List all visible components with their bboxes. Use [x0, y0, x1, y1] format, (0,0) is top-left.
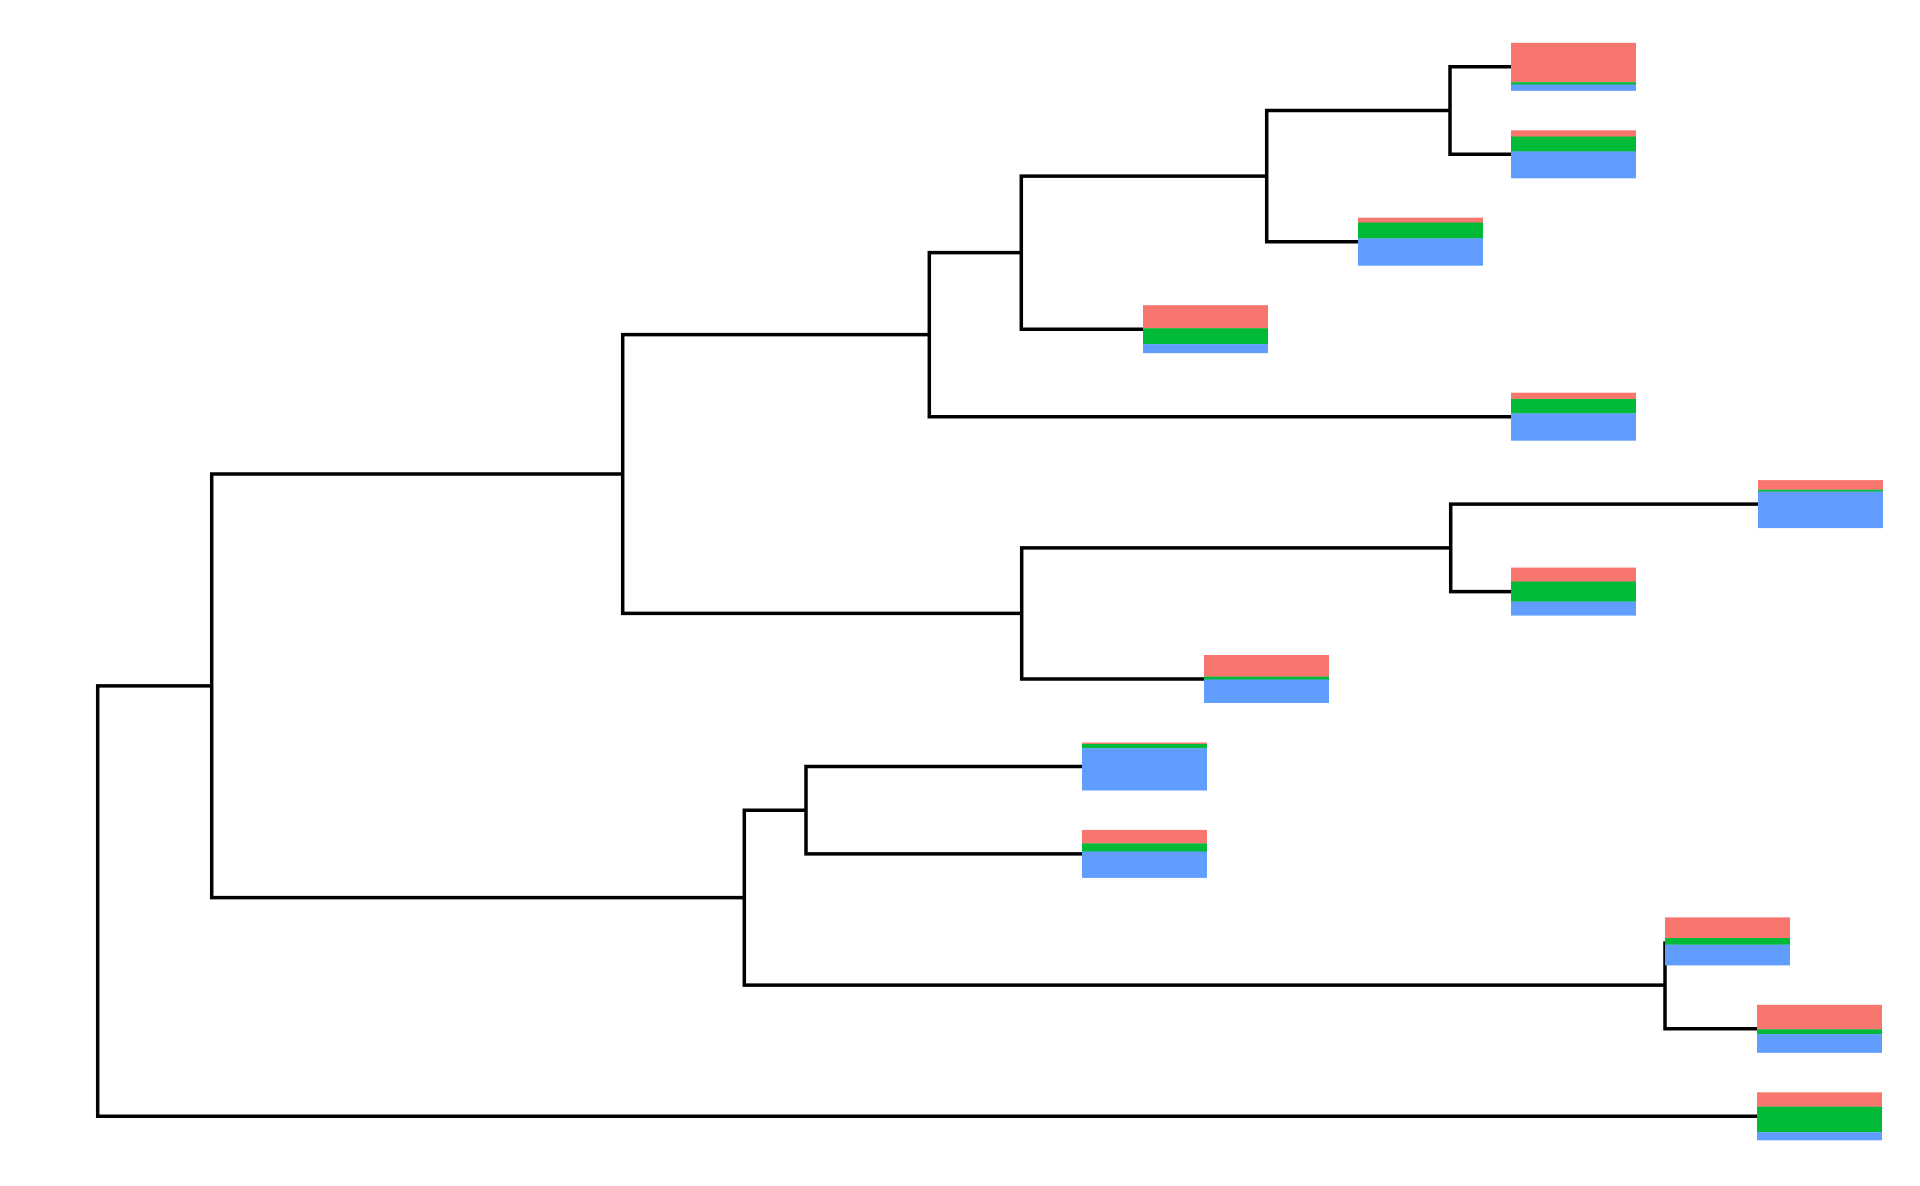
- bar-segment-blue-t6: [1758, 491, 1883, 529]
- leaf-bar-t4: [1143, 305, 1268, 354]
- bar-segment-red-t13: [1757, 1092, 1882, 1107]
- bar-segment-green-t3: [1358, 222, 1483, 239]
- leaf-bar-t10: [1082, 829, 1207, 878]
- bar-segment-green-t11: [1665, 938, 1790, 945]
- branch-n8: [804, 764, 1082, 856]
- leaf-bar-t11: [1665, 917, 1790, 966]
- leaf-bar-t13: [1757, 1092, 1882, 1141]
- branches-layer: [95, 65, 1758, 1119]
- bar-segment-blue-t4: [1143, 344, 1268, 354]
- bar-segment-red-t2: [1511, 130, 1636, 137]
- bar-segment-red-t9: [1082, 742, 1207, 744]
- branch-n5: [620, 332, 1022, 616]
- bar-segment-blue-t7: [1511, 601, 1636, 616]
- bar-segment-green-t10: [1082, 843, 1207, 852]
- bar-segment-red-t1: [1511, 42, 1636, 83]
- leaf-bar-t7: [1511, 567, 1636, 616]
- bar-segment-blue-t10: [1082, 851, 1207, 878]
- branch-n11: [209, 472, 745, 900]
- branch-n10: [1663, 941, 1757, 1031]
- branch-root: [95, 684, 1757, 1119]
- bar-segment-blue-t3: [1358, 238, 1483, 266]
- bar-segment-green-t1: [1511, 82, 1636, 85]
- bar-segment-red-t4: [1143, 305, 1268, 329]
- leaf-bar-t2: [1511, 130, 1636, 179]
- bar-segment-blue-t9: [1082, 748, 1207, 791]
- leaf-bar-t9: [1082, 742, 1207, 791]
- bar-segment-red-t12: [1757, 1004, 1882, 1030]
- leaf-bar-t5: [1511, 392, 1636, 441]
- bar-segment-green-t13: [1757, 1106, 1882, 1133]
- bar-segment-red-t7: [1511, 567, 1636, 582]
- bar-segment-blue-t2: [1511, 151, 1636, 179]
- leaf-bars-layer: [1082, 42, 1883, 1141]
- bar-segment-green-t4: [1143, 328, 1268, 345]
- bar-segment-blue-t12: [1757, 1034, 1882, 1053]
- bar-segment-green-t5: [1511, 398, 1636, 414]
- bar-segment-red-t3: [1358, 217, 1483, 223]
- bar-segment-red-t6: [1758, 480, 1883, 490]
- leaf-bar-t6: [1758, 480, 1883, 529]
- bar-segment-blue-t13: [1757, 1132, 1882, 1141]
- bar-segment-green-t12: [1757, 1029, 1882, 1035]
- bar-segment-green-t8: [1204, 676, 1329, 680]
- bar-segment-red-t5: [1511, 392, 1636, 399]
- bar-segment-green-t9: [1082, 743, 1207, 749]
- bar-segment-blue-t1: [1511, 84, 1636, 91]
- bar-segment-blue-t11: [1665, 944, 1790, 966]
- bar-segment-green-t6: [1758, 489, 1883, 492]
- bar-segment-red-t11: [1665, 917, 1790, 939]
- bar-segment-green-t2: [1511, 136, 1636, 152]
- bar-segment-blue-t8: [1204, 679, 1329, 703]
- leaf-bar-t8: [1204, 655, 1329, 703]
- leaf-bar-t12: [1757, 1004, 1882, 1053]
- leaf-bar-t3: [1358, 217, 1483, 266]
- bar-segment-red-t8: [1204, 655, 1329, 677]
- bar-segment-green-t7: [1511, 581, 1636, 602]
- bar-segment-red-t10: [1082, 829, 1207, 844]
- leaf-bar-t1: [1511, 42, 1636, 91]
- branch-n1: [1448, 65, 1511, 157]
- bar-segment-blue-t5: [1511, 413, 1636, 441]
